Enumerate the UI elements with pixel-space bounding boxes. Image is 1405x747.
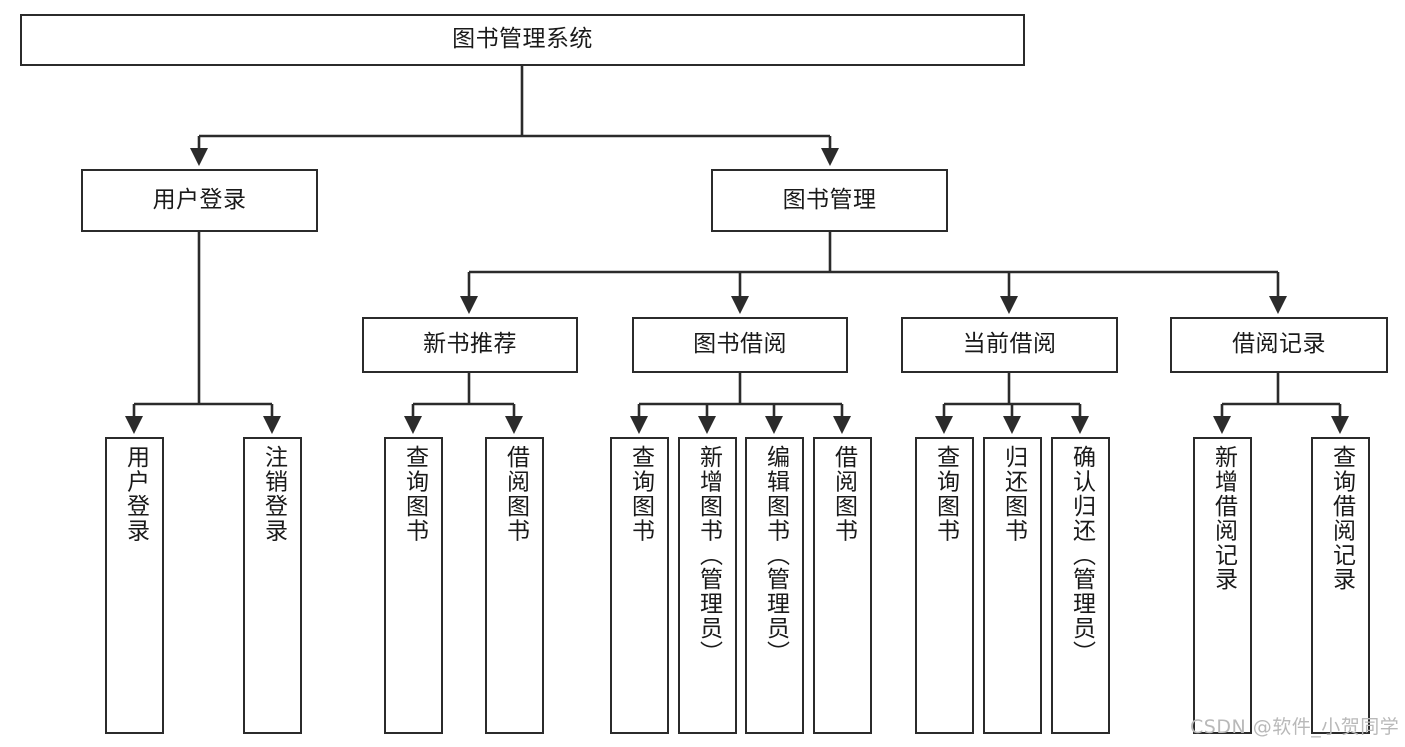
node-leaf-borrow-book-1[interactable]: 借阅图书 [485,437,544,734]
node-label: 用户登录 [122,445,149,543]
node-label: 查询图书 [932,445,959,543]
node-leaf-confirm-return[interactable]: 确认归还（管理员） [1051,437,1110,734]
node-label: 图书借阅 [693,331,787,358]
node-borrow-record[interactable]: 借阅记录 [1170,317,1388,373]
node-label: 查询图书 [401,445,428,543]
node-new-book-recommend[interactable]: 新书推荐 [362,317,578,373]
node-leaf-add-book[interactable]: 新增图书（管理员） [678,437,737,734]
node-leaf-query-record[interactable]: 查询借阅记录 [1311,437,1370,734]
node-leaf-query-book-3[interactable]: 查询图书 [915,437,974,734]
node-label: 注销登录 [260,445,287,543]
node-book-borrow[interactable]: 图书借阅 [632,317,848,373]
node-current-borrow[interactable]: 当前借阅 [901,317,1118,373]
node-leaf-add-record[interactable]: 新增借阅记录 [1193,437,1252,734]
node-label: 确认归还（管理员） [1068,445,1095,665]
node-label: 新增借阅记录 [1210,445,1237,592]
watermark-text: CSDN @软件_小贺同学 [1190,716,1400,738]
node-label: 新书推荐 [423,331,517,358]
node-leaf-logout-login[interactable]: 注销登录 [243,437,302,734]
node-label: 查询图书 [627,445,654,543]
node-root-system[interactable]: 图书管理系统 [20,14,1025,66]
node-label: 图书管理系统 [452,26,593,53]
node-leaf-query-book-2[interactable]: 查询图书 [610,437,669,734]
node-label: 新增图书（管理员） [695,445,722,665]
node-label: 归还图书 [1000,445,1027,543]
node-label: 用户登录 [152,186,247,213]
node-leaf-borrow-book-2[interactable]: 借阅图书 [813,437,872,734]
node-user-login[interactable]: 用户登录 [81,169,318,232]
node-label: 图书管理 [782,186,877,213]
node-label: 借阅记录 [1232,331,1326,358]
node-label: 借阅图书 [830,445,857,543]
node-leaf-edit-book[interactable]: 编辑图书（管理员） [745,437,804,734]
node-book-management[interactable]: 图书管理 [711,169,948,232]
node-leaf-return-book[interactable]: 归还图书 [983,437,1042,734]
node-leaf-user-login[interactable]: 用户登录 [105,437,164,734]
node-label: 编辑图书（管理员） [762,445,789,665]
node-label: 查询借阅记录 [1328,445,1355,592]
node-label: 当前借阅 [962,331,1057,358]
node-label: 借阅图书 [502,445,529,543]
node-leaf-query-book-1[interactable]: 查询图书 [384,437,443,734]
